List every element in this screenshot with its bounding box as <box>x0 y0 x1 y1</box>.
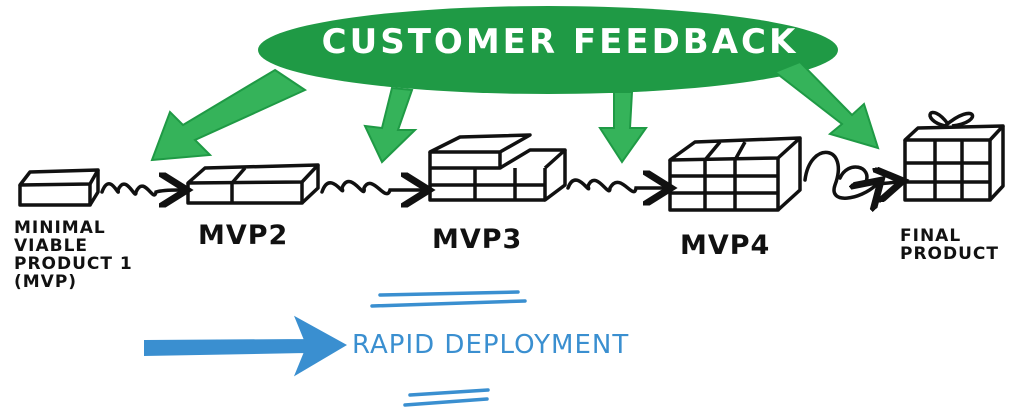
stage-label-mvp4: MVP4 <box>680 230 771 261</box>
speed-lines <box>370 290 527 407</box>
customer-feedback-label: CUSTOMER FEEDBACK <box>321 22 799 62</box>
loop-arrow-4b <box>838 167 896 184</box>
loop-connectors <box>100 150 896 198</box>
final-product-gift <box>903 110 1005 202</box>
feedback-arrow-3 <box>598 91 648 164</box>
feedback-arrow-1 <box>150 68 308 162</box>
loop-arrow-3 <box>566 180 664 192</box>
mvp2-box <box>186 163 320 205</box>
feedback-arrows <box>150 60 880 164</box>
customer-feedback-ellipse <box>258 6 838 94</box>
stage-label-mvp1: MINIMAL VIABLE PRODUCT 1 (MVP) <box>14 218 133 292</box>
mvp4-box <box>668 136 802 212</box>
stage-label-mvp3: MVP3 <box>432 224 523 255</box>
stage-label-final: FINAL PRODUCT <box>900 226 999 264</box>
mvp1-box <box>18 168 100 207</box>
loop-arrow-4 <box>803 150 876 198</box>
loop-arrow-1 <box>100 184 180 195</box>
mvp3-box <box>428 133 567 202</box>
loop-arrow-2 <box>320 182 422 194</box>
stage-label-mvp2: MVP2 <box>198 220 289 251</box>
rapid-deployment-label: RAPID DEPLOYMENT <box>352 330 630 360</box>
feedback-arrow-2 <box>363 86 418 164</box>
feedback-arrow-4 <box>773 60 880 150</box>
rapid-deployment-arrow <box>144 315 348 377</box>
